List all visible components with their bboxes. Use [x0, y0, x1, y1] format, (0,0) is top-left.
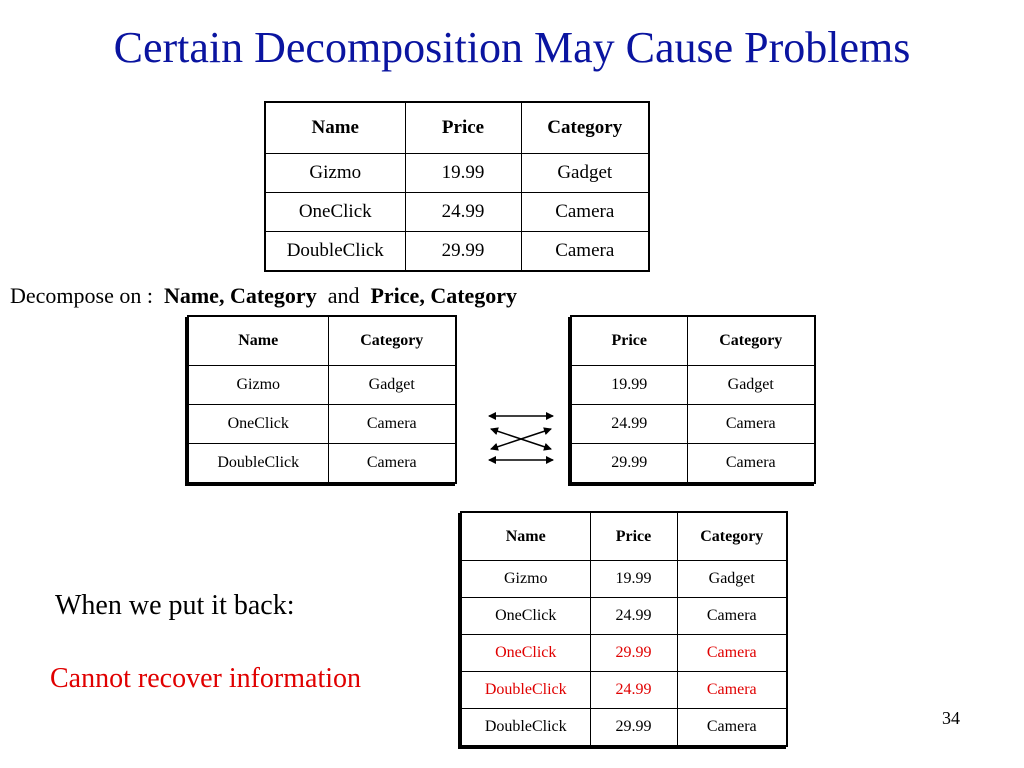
table-cell: DoubleClick	[187, 443, 329, 484]
table-cell: 24.99	[570, 404, 688, 444]
page-number: 34	[942, 708, 960, 728]
table-cell: 29.99	[570, 443, 688, 484]
header-cell: Name	[264, 101, 406, 154]
table-row: OneClick 24.99 Camera	[264, 192, 650, 232]
table-cell: Camera	[676, 597, 788, 635]
decompose-part1: Name, Category	[163, 283, 317, 308]
table-row: DoubleClick 29.99 Camera	[264, 231, 650, 272]
spurious-table-row: OneClick 29.99 Camera	[460, 634, 788, 672]
table-cell: DoubleClick	[460, 708, 591, 747]
decompose-prefix: Decompose on :	[10, 283, 153, 308]
original-table: Name Price Category Gizmo 19.99 Gadget O…	[264, 101, 650, 272]
table-cell: Camera	[676, 634, 788, 672]
header-cell: Category	[327, 315, 457, 366]
table-row: OneClick 24.99 Camera	[460, 597, 788, 635]
table-row: DoubleClick 29.99 Camera	[460, 708, 788, 747]
table-cell: 24.99	[404, 192, 522, 232]
table-cell: Gizmo	[264, 153, 406, 193]
table-header-row: Name Price Category	[264, 101, 650, 154]
header-cell: Name	[460, 511, 591, 561]
header-cell: Category	[686, 315, 816, 366]
table-cell: 24.99	[589, 597, 678, 635]
table-row: DoubleClick Camera	[187, 443, 457, 484]
table-cell: Gizmo	[460, 560, 591, 598]
header-cell: Price	[570, 315, 688, 366]
header-cell: Category	[520, 101, 650, 154]
decompose-and: and	[327, 283, 360, 308]
table-cell: Camera	[327, 443, 457, 484]
table-cell: Camera	[327, 404, 457, 444]
table-header-row: Name Price Category	[460, 511, 788, 561]
decompose-part2: Price, Category	[370, 283, 518, 308]
crossing-arrows-icon	[488, 412, 554, 464]
table-cell: 19.99	[570, 365, 688, 405]
table-cell: Camera	[686, 443, 816, 484]
table-header-row: Name Category	[187, 315, 457, 366]
table-cell: 19.99	[404, 153, 522, 193]
table-cell: Gadget	[327, 365, 457, 405]
header-cell: Price	[589, 511, 678, 561]
table-cell: OneClick	[264, 192, 406, 232]
table-cell: OneClick	[460, 597, 591, 635]
table-cell: Gizmo	[187, 365, 329, 405]
table-row: 24.99 Camera	[570, 404, 816, 444]
header-cell: Price	[404, 101, 522, 154]
table-cell: DoubleClick	[264, 231, 406, 272]
decompose-line: Decompose on : Name, Category and Price,…	[10, 283, 517, 309]
table-cell: 29.99	[589, 708, 678, 747]
table-cell: 29.99	[404, 231, 522, 272]
table-row: Gizmo 19.99 Gadget	[460, 560, 788, 598]
table-row: 29.99 Camera	[570, 443, 816, 484]
table-row: OneClick Camera	[187, 404, 457, 444]
table-cell: 19.99	[589, 560, 678, 598]
table-cell: Gadget	[686, 365, 816, 405]
cannot-recover-text: Cannot recover information	[50, 663, 362, 694]
table-cell: OneClick	[187, 404, 329, 444]
table-row: 19.99 Gadget	[570, 365, 816, 405]
table-cell: OneClick	[460, 634, 591, 672]
table-cell: Camera	[520, 192, 650, 232]
table-cell: Gadget	[520, 153, 650, 193]
price-category-table: Price Category 19.99 Gadget 24.99 Camera…	[570, 315, 816, 484]
table-cell: Camera	[676, 708, 788, 747]
table-cell: Camera	[686, 404, 816, 444]
header-cell: Category	[676, 511, 788, 561]
spurious-table-row: DoubleClick 24.99 Camera	[460, 671, 788, 709]
joined-table: Name Price Category Gizmo 19.99 Gadget O…	[460, 511, 788, 747]
table-cell: Gadget	[676, 560, 788, 598]
put-back-text: When we put it back:	[55, 590, 295, 621]
table-cell: Camera	[520, 231, 650, 272]
header-cell: Name	[187, 315, 329, 366]
slide-title: Certain Decomposition May Cause Problems	[113, 23, 911, 72]
table-cell: Camera	[676, 671, 788, 709]
table-cell: 24.99	[589, 671, 678, 709]
table-cell: 29.99	[589, 634, 678, 672]
name-category-table: Name Category Gizmo Gadget OneClick Came…	[187, 315, 457, 484]
table-header-row: Price Category	[570, 315, 816, 366]
table-cell: DoubleClick	[460, 671, 591, 709]
table-row: Gizmo 19.99 Gadget	[264, 153, 650, 193]
table-row: Gizmo Gadget	[187, 365, 457, 405]
